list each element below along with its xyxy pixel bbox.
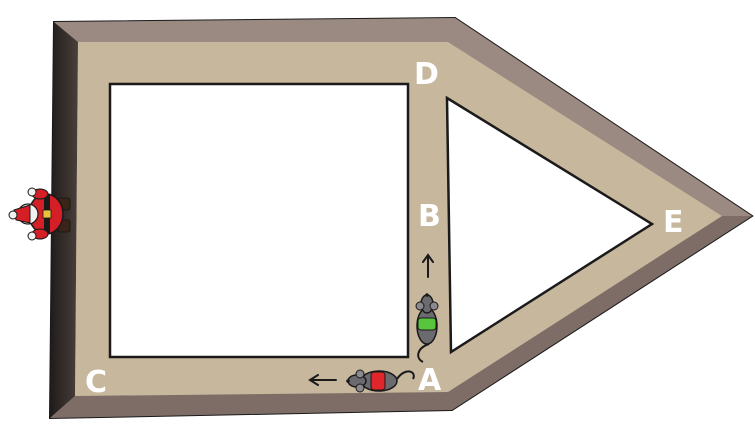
point-label-e: E [663,205,684,240]
track [50,18,752,418]
point-label-c: C [85,365,107,400]
inner-square [110,84,408,357]
point-label-d: D [414,57,439,92]
point-label-a: A [418,363,442,398]
point-label-b: B [418,199,441,234]
